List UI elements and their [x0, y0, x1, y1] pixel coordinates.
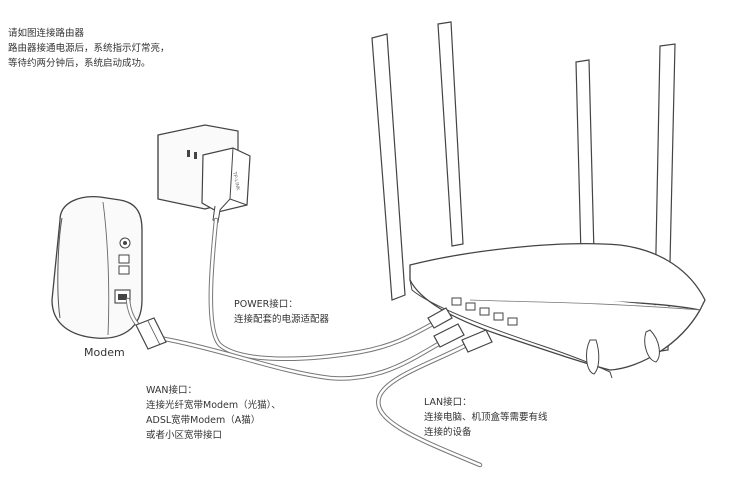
lan-desc-line: 连接电脑、机顶盒等需要有线: [424, 412, 548, 423]
wan-desc-line: 或者小区宽带接口: [146, 430, 223, 441]
intro-line: 请如图连接路由器: [8, 28, 85, 39]
router-antennas: [371, 21, 676, 353]
wan-port-callout: WAN接口： 连接光纤宽带Modem（光猫）、 ADSL宽带Modem（A猫） …: [146, 383, 281, 443]
router: [409, 243, 706, 379]
wan-title: WAN接口：: [146, 385, 197, 396]
power-adapter: TP-LINK: [201, 147, 251, 223]
intro-line: 路由器接通电源后，系统指示灯常亮，: [8, 43, 170, 54]
wan-desc-line: 连接光纤宽带Modem（光猫）、: [146, 400, 281, 411]
lan-title: LAN接口：: [424, 397, 472, 408]
router-plugs: [427, 307, 493, 353]
modem: [51, 196, 143, 339]
wan-plug-modem: [135, 317, 167, 350]
lan-port-callout: LAN接口： 连接电脑、机顶盒等需要有线 连接的设备: [424, 395, 548, 440]
modem-caption: Modem: [84, 346, 125, 359]
power-port-callout: POWER接口： 连接配套的电源适配器: [234, 297, 329, 327]
wan-desc-line: ADSL宽带Modem（A猫）: [146, 415, 261, 426]
adapter-brand-logo: TP-LINK: [231, 171, 241, 192]
intro-instructions: 请如图连接路由器 路由器接通电源后，系统指示灯常亮， 等待约两分钟后，系统启动成…: [8, 26, 170, 71]
lan-desc-line: 连接的设备: [424, 427, 472, 438]
intro-line: 等待约两分钟后，系统启动成功。: [8, 58, 151, 69]
power-desc: 连接配套的电源适配器: [234, 314, 330, 325]
power-title: POWER接口：: [234, 299, 298, 310]
